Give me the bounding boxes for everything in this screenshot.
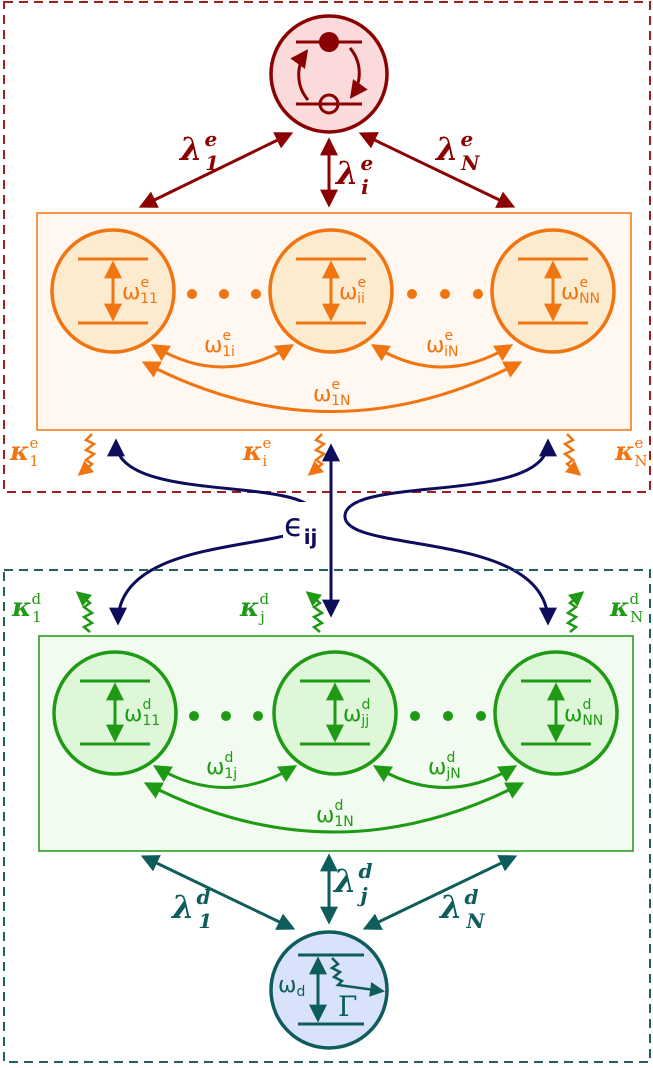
interaction-label-bg <box>283 502 329 544</box>
kappa-j-d-arrow <box>305 591 325 633</box>
lambda-N-d-arrow <box>362 855 518 930</box>
omega-d-label: ωd <box>278 973 305 1000</box>
detector-oscillator-N <box>493 650 619 776</box>
detector-dots-right <box>410 711 486 721</box>
kappa-1-d-arrow <box>75 591 95 633</box>
lambda-N-e-arrow <box>358 132 516 208</box>
emitter-dots-left <box>187 289 261 299</box>
detector-section-border <box>3 569 651 1063</box>
emitter-oscillator-i <box>268 228 394 354</box>
kappa-i-e-arrow <box>307 433 327 476</box>
kappa-1-e-arrow <box>77 433 97 476</box>
detector-sink <box>269 930 389 1050</box>
kappa-N-e-arrow <box>562 433 582 476</box>
emitter-oscillator-N <box>490 228 616 354</box>
epsilon-ij-label: ϵij <box>284 506 317 549</box>
lambda-1-d-arrow <box>140 855 296 930</box>
detector-oscillator-1 <box>52 650 178 776</box>
interaction-arrows <box>107 438 557 626</box>
lambda-1-e-arrow <box>138 132 294 208</box>
emitter-source <box>269 14 389 134</box>
emitter-oscillator-1 <box>50 228 176 354</box>
omega-1N-d-arrow <box>143 782 525 834</box>
detector-oscillator-j <box>272 650 398 776</box>
gamma-label: Γ <box>338 990 357 1023</box>
emitter-dots-right <box>407 289 483 299</box>
kappa-N-d-arrow <box>565 591 585 633</box>
detector-dots-left <box>189 711 263 721</box>
omega-1N-e-arrow <box>141 361 523 413</box>
